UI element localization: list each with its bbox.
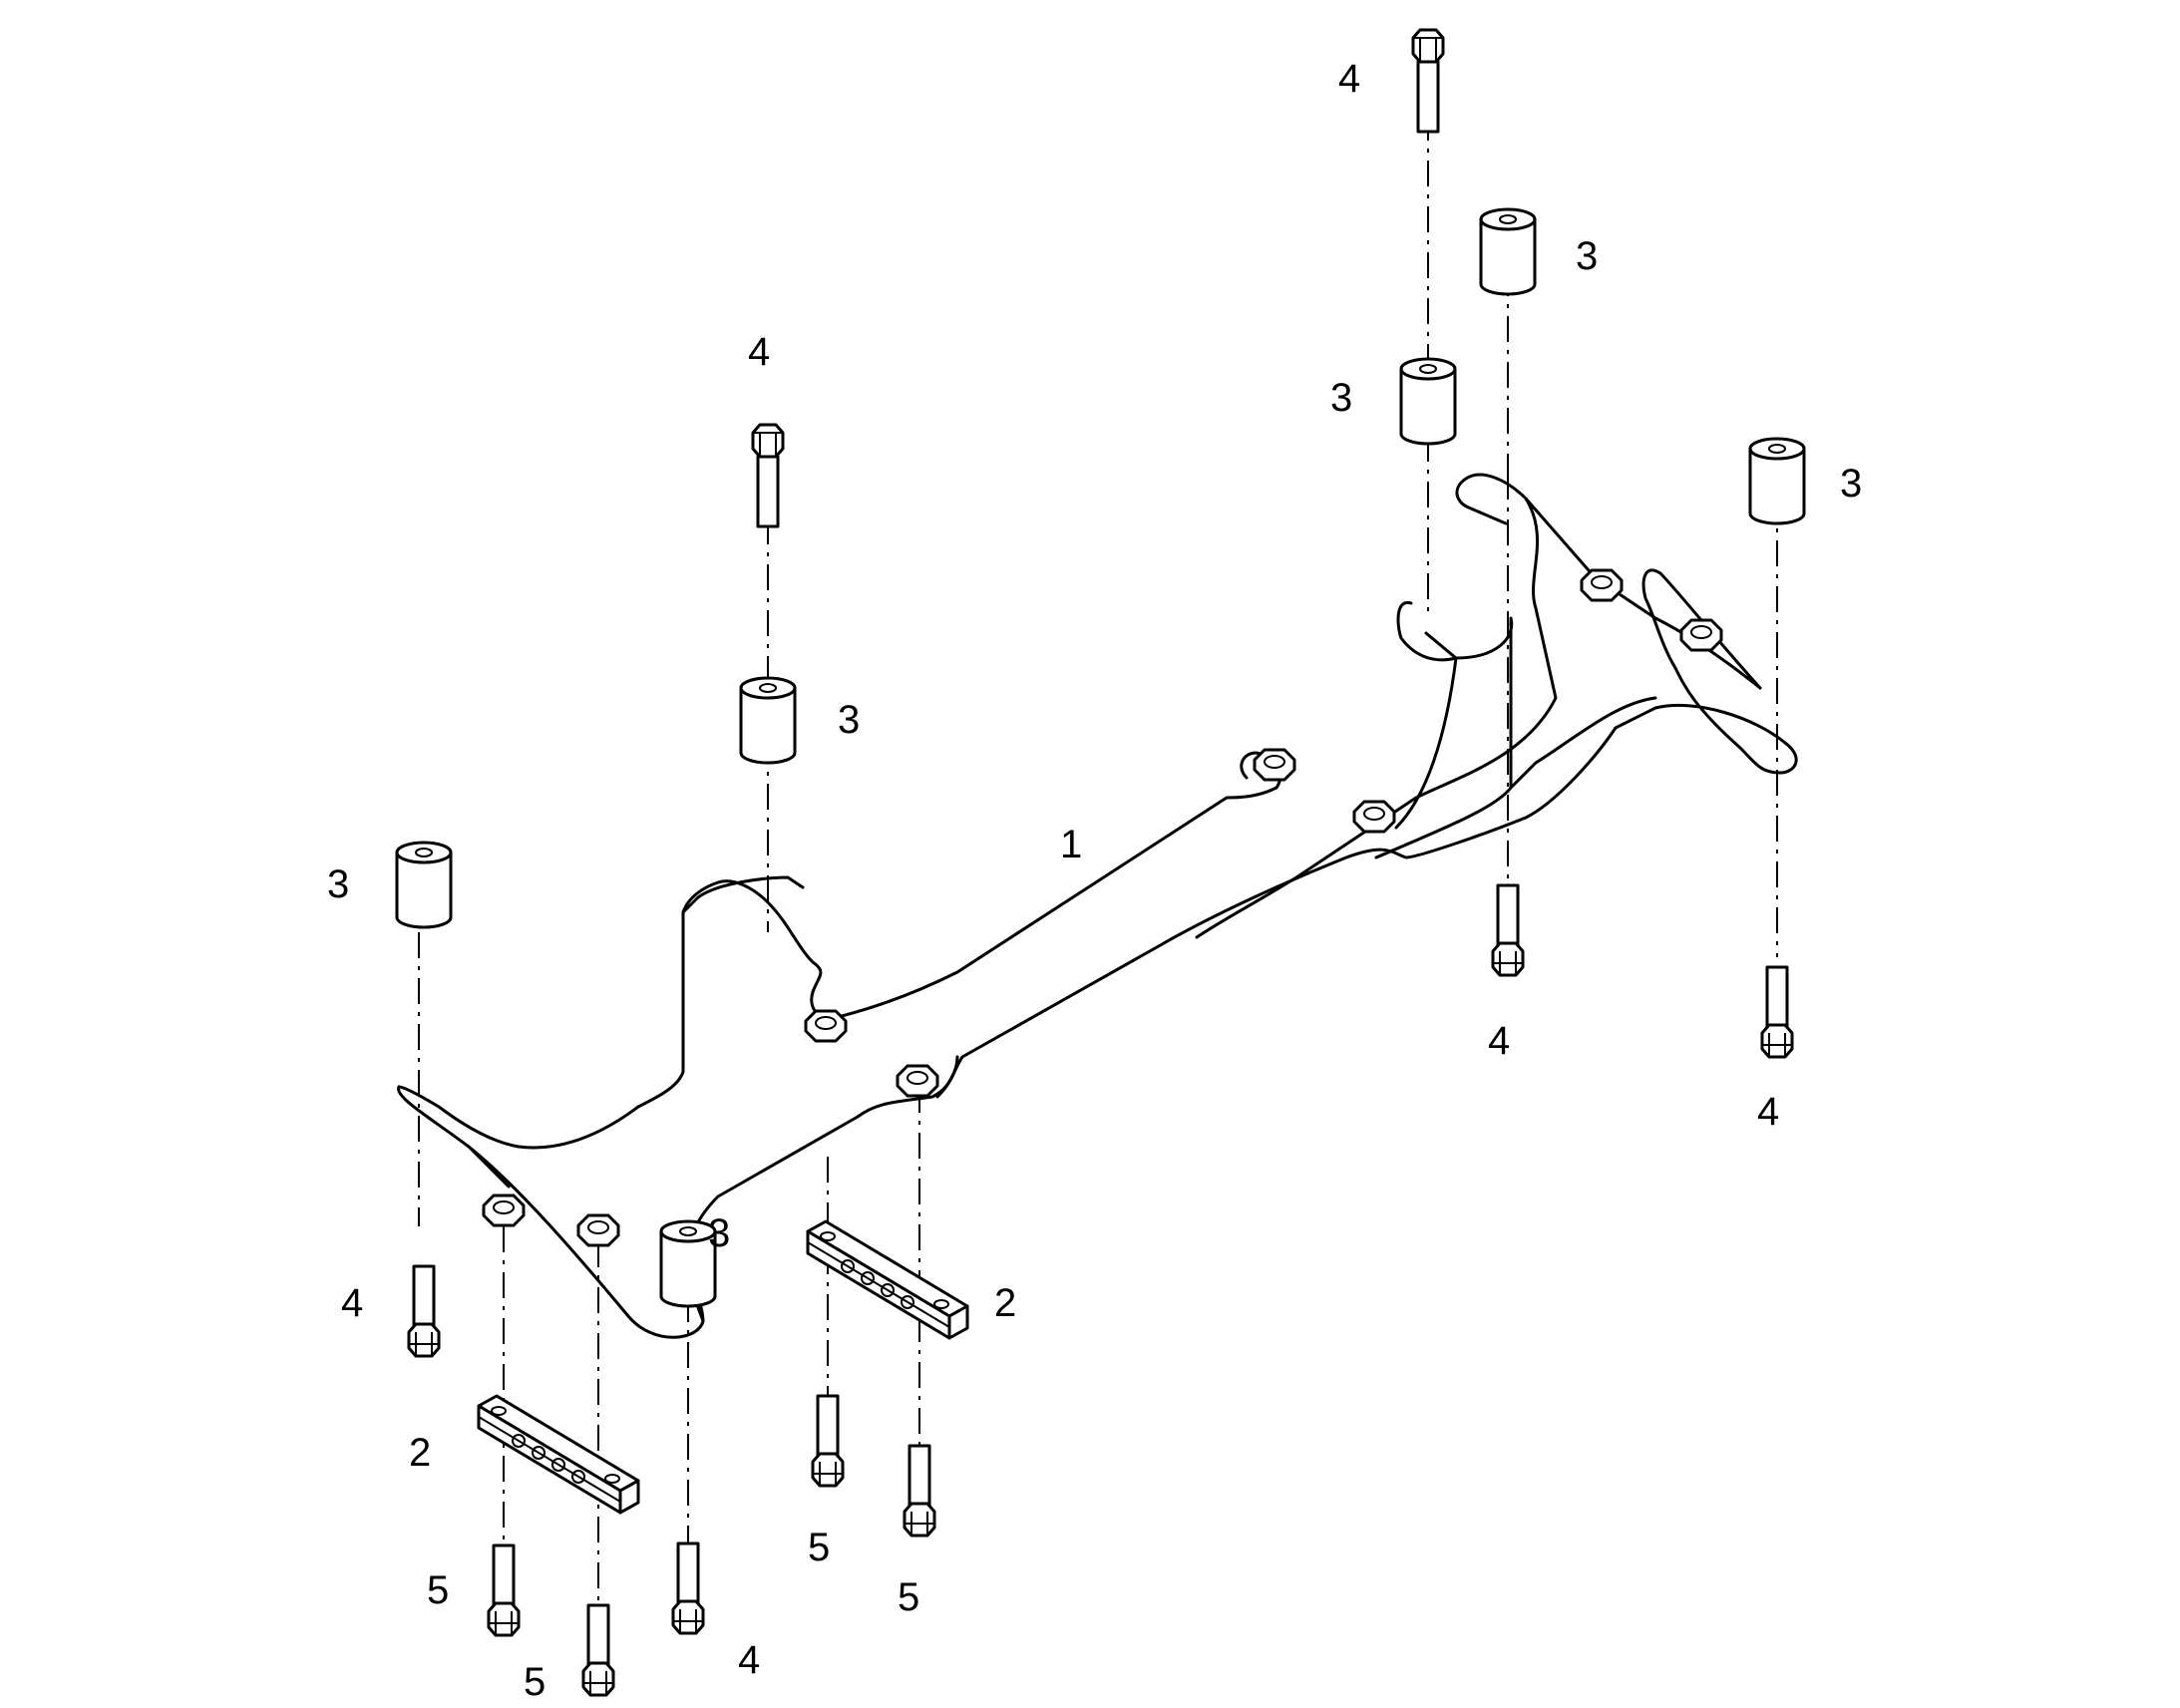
screw-icon xyxy=(903,1444,936,1537)
hex-bolt-icon xyxy=(1760,965,1794,1059)
bushing-icon xyxy=(659,1219,717,1308)
nut-icon xyxy=(1580,568,1624,602)
screw-icon xyxy=(581,1603,615,1697)
callout-spacer: 2 xyxy=(994,1281,1016,1325)
hex-bolt-icon xyxy=(1491,883,1525,977)
callout-bolt: 4 xyxy=(1338,57,1360,101)
callout-bushing: 3 xyxy=(708,1211,730,1255)
callout-frame: 1 xyxy=(1060,823,1082,866)
hex-bolt-icon xyxy=(407,1264,441,1358)
nut-icon xyxy=(804,1009,848,1043)
nut-icon xyxy=(1253,748,1296,782)
callout-bolt: 4 xyxy=(738,1638,760,1682)
bushing-icon xyxy=(1399,357,1457,446)
callout-screw: 5 xyxy=(524,1660,545,1704)
frame-outline xyxy=(397,473,1798,1339)
assembly-centerlines xyxy=(418,115,1778,1645)
callout-bushing: 3 xyxy=(1576,234,1598,278)
callout-bolt: 4 xyxy=(748,330,770,374)
spacer-block-icon xyxy=(806,1219,969,1340)
callout-bushing: 3 xyxy=(838,698,860,742)
nut-icon xyxy=(1352,800,1396,834)
nut-icon xyxy=(576,1213,620,1247)
hex-bolt-icon xyxy=(671,1541,705,1635)
bushing-icon xyxy=(739,676,797,765)
callout-screw: 5 xyxy=(808,1526,830,1569)
bushing-icon xyxy=(1479,207,1537,296)
bushing-icon xyxy=(1748,437,1806,525)
callout-bolt: 4 xyxy=(1757,1090,1779,1134)
screw-icon xyxy=(487,1543,521,1637)
nut-icon xyxy=(482,1194,526,1227)
bushing-icon xyxy=(395,841,453,929)
callout-screw: 5 xyxy=(898,1575,919,1619)
callout-bushing: 3 xyxy=(327,862,349,906)
callout-bushing: 3 xyxy=(1330,376,1352,420)
callout-spacer: 2 xyxy=(409,1431,431,1475)
callout-bolt: 4 xyxy=(341,1281,363,1325)
nut-icon xyxy=(1679,618,1723,652)
hex-bolt-icon xyxy=(751,423,785,528)
callout-screw: 5 xyxy=(427,1568,449,1612)
hex-bolt-icon xyxy=(1411,28,1445,134)
screw-icon xyxy=(811,1394,845,1488)
callout-bolt: 4 xyxy=(1488,1019,1510,1063)
callout-bushing: 3 xyxy=(1840,462,1862,506)
spacer-block-icon xyxy=(477,1394,640,1515)
nut-icon xyxy=(896,1064,939,1098)
